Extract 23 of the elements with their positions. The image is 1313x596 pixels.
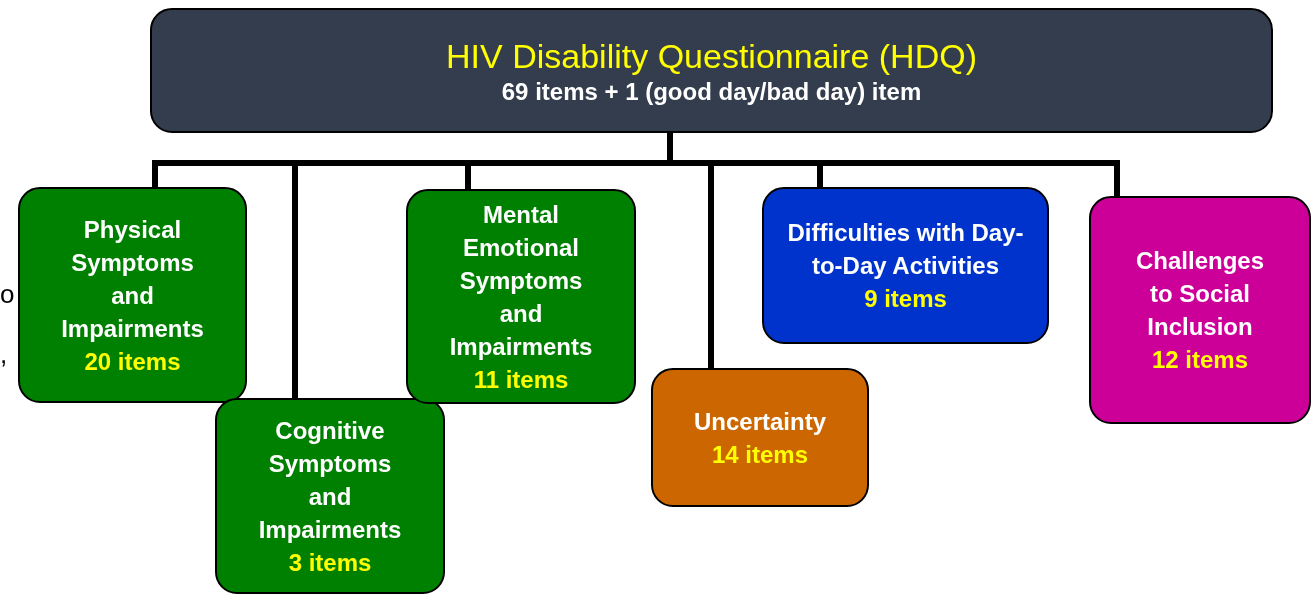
- item-count: 20 items: [84, 346, 181, 377]
- item-count: 12 items: [1151, 345, 1249, 375]
- box-heading: HIV Disability Questionnaire (HDQ): [446, 35, 977, 77]
- item-count: 3 items: [288, 547, 372, 578]
- category-box: [762, 187, 1049, 344]
- text-fragment: ,: [0, 338, 8, 370]
- category-name: Challenges to Social Inclusion: [1134, 246, 1265, 342]
- category-name: Mental Emotional Symptoms and Impairments: [448, 199, 594, 362]
- category-box: [406, 189, 636, 404]
- title-box: [150, 8, 1273, 133]
- category-box: [18, 187, 247, 403]
- item-count: 14 items: [711, 439, 809, 470]
- category-name: Cognitive Symptoms and Impairments: [257, 415, 403, 545]
- item-count: 11 items: [473, 364, 569, 395]
- item-count: 69 items + 1 (good day/bad day) item: [501, 76, 922, 107]
- category-box: [1089, 196, 1311, 424]
- category-name: Difficulties with Day-to-Day Activities: [786, 218, 1025, 281]
- category-name: Physical Symptoms and Impairments: [60, 214, 205, 344]
- item-count: 9 items: [864, 284, 947, 314]
- category-name: Uncertainty: [693, 406, 826, 437]
- category-box: [651, 368, 869, 507]
- text-fragment: o: [0, 278, 15, 310]
- category-box: [215, 398, 445, 594]
